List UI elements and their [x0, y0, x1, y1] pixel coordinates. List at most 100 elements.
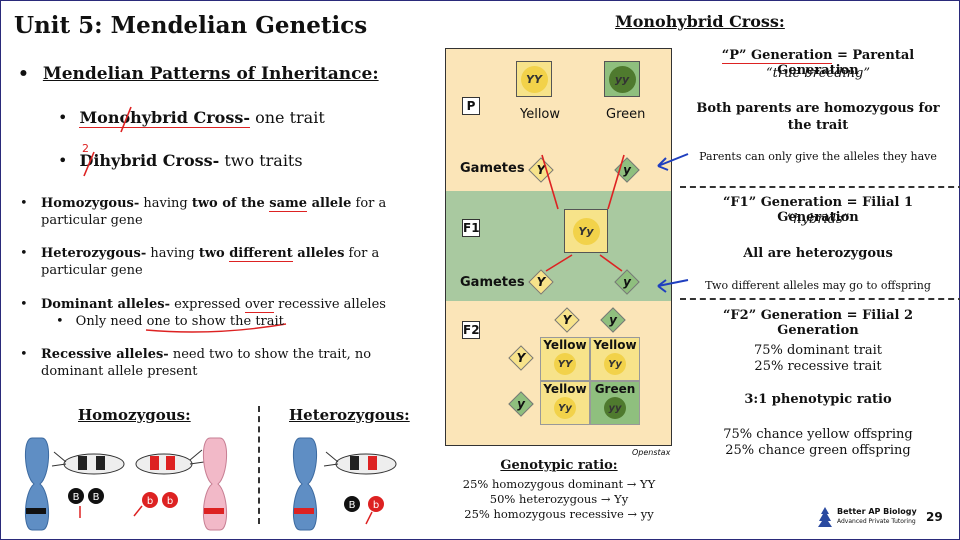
term-dihybrid: Dihybrid Cross- — [79, 151, 220, 170]
gamete-y-text: y — [623, 163, 631, 177]
heterozygous-header: Heterozygous: — [289, 406, 410, 424]
strike-monohybrid — [120, 106, 132, 133]
p-gen-term: “P” Generation — [721, 48, 833, 64]
term-heterozygous: Heterozygous- — [41, 246, 147, 261]
label-gametes-p: Gametes — [460, 161, 525, 176]
f1-generation-line: “F1” Generation = Filial 1 Generation — [722, 195, 914, 225]
f2-generation-line: “F2” Generation = Filial 2 Generation — [722, 308, 914, 338]
shrimp-black-icon — [51, 451, 125, 475]
f2-ratio: 3:1 phenotypic ratio — [744, 392, 892, 407]
cell-label-yellow: Yellow — [543, 382, 587, 396]
term-monohybrid: Monohybrid Cross- — [79, 108, 250, 128]
label-P: P — [462, 97, 480, 115]
chromosome-blue-icon — [25, 437, 49, 531]
cell-label-yellow: Yellow — [593, 338, 637, 352]
dom-text-a: expressed — [170, 297, 245, 312]
pea-cell-Yy-icon: Yy — [554, 397, 576, 419]
p-gen-def: = Parental Generation — [777, 48, 915, 78]
cross-arrows — [541, 154, 625, 272]
gamete-Y-text: Y — [536, 163, 546, 177]
het-text-d: alleles — [292, 246, 345, 261]
better-ap-biology-logo-icon — [818, 507, 832, 527]
slide-title: Unit 5: Mendelian Genetics — [14, 12, 368, 39]
f2-left-Y-text: Y — [516, 351, 526, 365]
def-recessive: • Recessive alleles- need two to show th… — [20, 347, 372, 379]
dihybrid-desc: two traits — [219, 151, 303, 170]
homo-text-a: having — [139, 196, 192, 211]
dom-sub-b: one to show the trait — [146, 314, 284, 329]
term-recessive: Recessive alleles- — [41, 347, 169, 362]
annotation-2: 2 — [82, 142, 89, 155]
cell-label-green: Green — [594, 382, 636, 396]
def-heterozygous: • Heterozygous- having two different all… — [20, 246, 380, 278]
p-generation-line: “P” Generation = Parental Generation — [680, 48, 956, 78]
het-text-e: for a particular gene — [41, 246, 380, 278]
parent-yy: yy — [604, 61, 640, 97]
homozygous-illustration: B B b b — [25, 437, 227, 531]
label-gametes-f1: Gametes — [460, 275, 525, 290]
cell-label-yellow: Yellow — [543, 338, 587, 352]
genotypic-heading: Genotypic ratio: — [500, 458, 618, 473]
label-F2: F2 — [462, 321, 480, 339]
term-homozygous: Homozygous- — [41, 196, 140, 211]
heterozygous-illustration: B b — [293, 437, 397, 531]
shrimp-red-icon — [135, 449, 205, 475]
f1-gamete-Y-text: Y — [536, 275, 546, 289]
allele-B-1: B — [73, 492, 80, 503]
term-dominant: Dominant alleles- — [41, 297, 170, 312]
het-text-b: two — [198, 246, 230, 261]
allele-b-2: b — [167, 496, 173, 507]
f2-left-y-text: y — [517, 397, 525, 411]
pea-YY-icon: YY — [520, 65, 548, 93]
strike-dihybrid — [83, 151, 95, 177]
true-breeding: “true breeding” — [765, 66, 871, 81]
column-divider — [258, 406, 260, 524]
f2-green-chance: 25% chance green offspring — [725, 443, 911, 458]
def-dominant: • Dominant alleles- expressed over reces… — [20, 297, 386, 313]
chromosome-mixed-icon — [293, 437, 317, 531]
genotype-recessive: 25% homozygous recessive → yy — [464, 507, 654, 521]
allele-B-het: B — [349, 500, 356, 511]
allele-B-2: B — [93, 492, 100, 503]
homo-text-same: same — [269, 196, 308, 212]
shrimp-mixed-icon — [323, 451, 397, 475]
bullet-monohybrid: Monohybrid Cross- one trait — [58, 108, 325, 128]
f2-dominant: 75% dominant trait — [753, 343, 883, 358]
pea-cell-Yy-icon: Yy — [604, 353, 626, 375]
allele-b-1: b — [147, 496, 153, 507]
chromosome-pink-icon — [203, 437, 227, 531]
image-credit: Openstax — [632, 448, 671, 457]
pea-cell-yy-icon: yy — [604, 397, 626, 419]
f1-hybrids: “hybrids” — [786, 212, 850, 227]
heading-mendelian-patterns: Mendelian Patterns of Inheritance: — [18, 64, 379, 84]
pea-cell-YY-icon: YY — [554, 353, 576, 375]
monohybrid-heading: Monohybrid Cross: — [615, 12, 785, 31]
bullet-dihybrid: Dihybrid Cross- two traits — [58, 151, 303, 170]
parent-YY: YY — [516, 61, 552, 97]
page-number: 29 — [926, 510, 943, 524]
dom-text-over: over — [244, 297, 274, 313]
homo-text-e: for a particular gene — [41, 196, 387, 228]
punnett-diagram: P F1 F2 YY yy Yellow Green Gametes Y y Y… — [445, 48, 672, 446]
pea-Yy-icon: Yy — [572, 217, 600, 245]
homo-text-b: two of the — [191, 196, 270, 211]
blue-arrows — [657, 153, 689, 293]
allele-b-het: b — [373, 500, 379, 511]
def-homozygous: • Homozygous- having two of the same all… — [20, 196, 387, 228]
brand-tagline: Advanced Private Tutoring — [837, 518, 916, 525]
f2-top-Y-text: Y — [562, 313, 572, 327]
dominant-subbullet: Only need one to show the trait — [56, 314, 284, 329]
f1-heterozygous-note: All are heterozygous — [743, 246, 893, 261]
dom-text-c: recessive alleles — [273, 297, 386, 312]
rec-text: need two to show the trait, no dominant … — [41, 347, 372, 379]
divider-2 — [680, 298, 960, 300]
label-F1: F1 — [462, 219, 480, 237]
f1-Yy: Yy — [564, 209, 608, 253]
label-yellow: Yellow — [520, 107, 561, 122]
p-homozygous-note: Both parents are homozygous for the trai… — [696, 101, 940, 133]
label-green: Green — [606, 107, 646, 122]
f1-alleles-note: Two different alleles may go to offsprin… — [705, 279, 931, 292]
